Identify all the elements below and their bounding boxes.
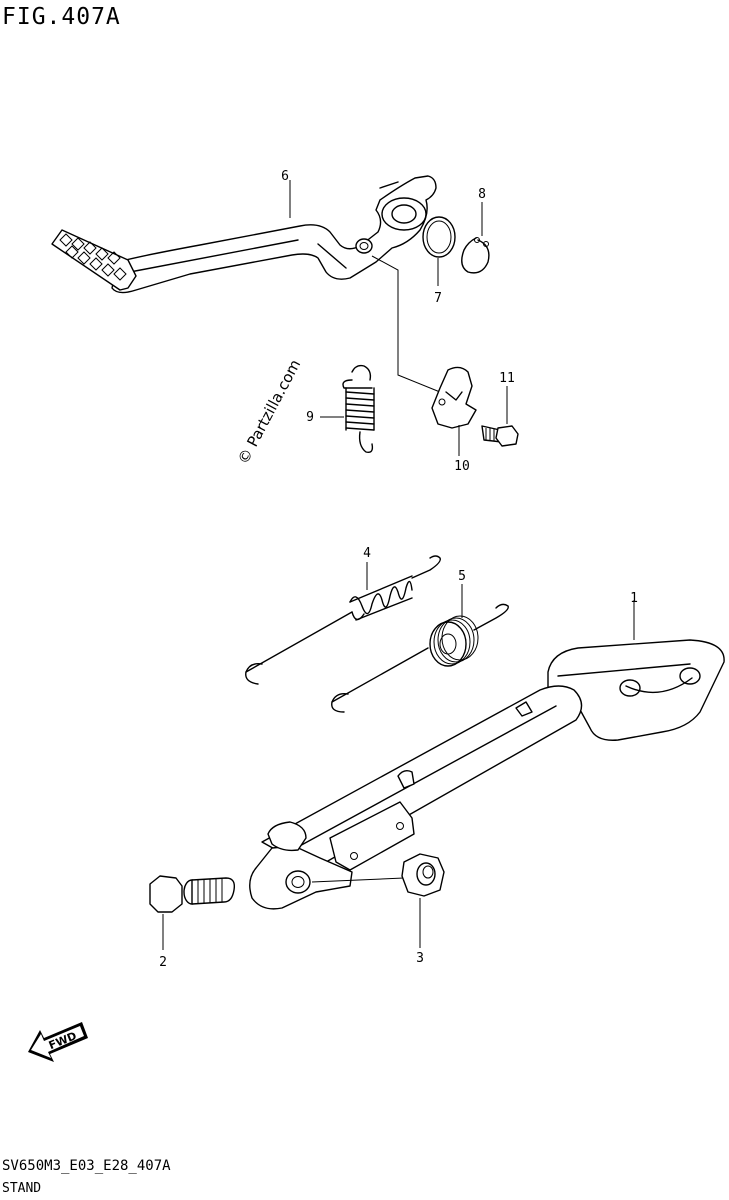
part-1-side-stand[interactable] (249, 600, 725, 910)
part-8-circlip[interactable] (461, 202, 490, 274)
part-9-lever-spring[interactable] (320, 364, 375, 454)
part-10-lever-stopper[interactable] (431, 366, 477, 456)
part-3-stand-nut[interactable] (401, 853, 445, 948)
part-2-stand-bolt[interactable] (149, 875, 236, 950)
callout-6: 6 (281, 169, 289, 184)
callout-7: 7 (434, 291, 442, 306)
figure-title: FIG.407A (2, 4, 121, 30)
figure-name: STAND (2, 1181, 42, 1196)
part-5-stand-spring-inner[interactable] (331, 584, 509, 713)
fwd-label: FWD (47, 1029, 79, 1052)
part-11-stopper-bolt[interactable] (481, 386, 519, 447)
callout-1: 1 (630, 591, 638, 606)
part-7-washer[interactable] (422, 216, 456, 286)
callout-4: 4 (363, 546, 371, 561)
callout-8: 8 (478, 187, 486, 202)
callout-2: 2 (159, 955, 167, 970)
callout-11: 11 (499, 371, 515, 386)
callout-10: 10 (454, 459, 470, 474)
callout-9: 9 (306, 410, 314, 425)
fwd-arrow-icon: FWD (28, 1022, 88, 1062)
part-4-stand-spring-outer[interactable] (245, 555, 441, 685)
callout-3: 3 (416, 951, 424, 966)
part-6-gear-shift-lever[interactable] (51, 175, 437, 294)
callout-5: 5 (458, 569, 466, 584)
figure-code: SV650M3_E03_E28_407A (2, 1158, 171, 1174)
